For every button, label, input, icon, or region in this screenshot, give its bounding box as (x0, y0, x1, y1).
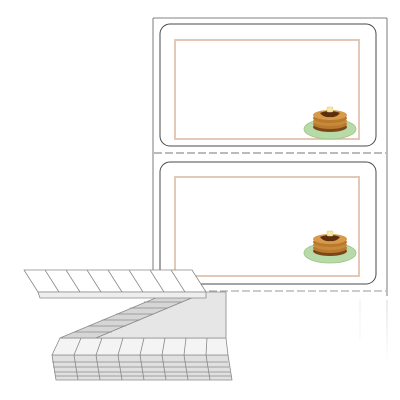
backing-sheet (152, 17, 388, 296)
label-bottom (159, 161, 377, 285)
stack-top-face (51, 337, 229, 356)
stack-layers (51, 354, 233, 381)
label-top-inner-frame (174, 39, 360, 140)
label-top (159, 23, 377, 147)
folded-web (59, 291, 227, 339)
label-bottom-inner-frame (174, 176, 360, 277)
fanfold-stack (23, 269, 233, 381)
top-strip (23, 269, 207, 299)
